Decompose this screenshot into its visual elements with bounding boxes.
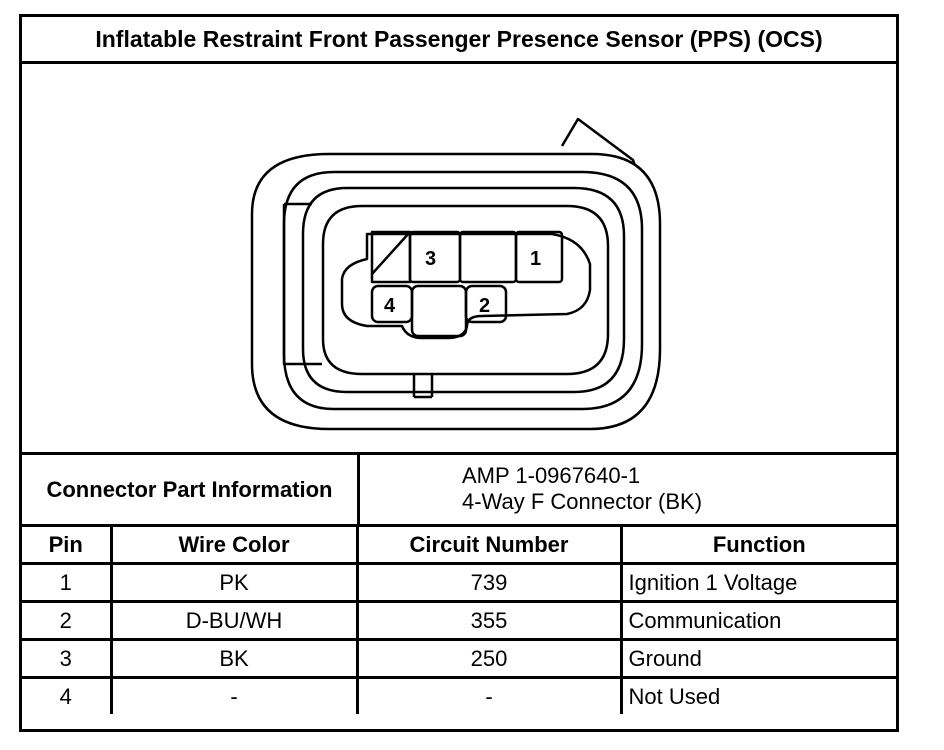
diagram-frame: Inflatable Restraint Front Passenger Pre… xyxy=(19,14,899,732)
connector-info-values: AMP 1-0967640-1 4-Way F Connector (BK) xyxy=(462,463,702,515)
cavity-label-1: 1 xyxy=(530,248,541,270)
cell-wire-color: BK xyxy=(109,638,359,679)
header-function: Function xyxy=(619,524,896,565)
diagram-title: Inflatable Restraint Front Passenger Pre… xyxy=(22,17,896,64)
cell-pin: 3 xyxy=(22,638,113,679)
header-wire-color: Wire Color xyxy=(109,524,359,565)
cell-circuit-number: 739 xyxy=(355,562,623,603)
table-header-row: Pin Wire Color Circuit Number Function xyxy=(22,524,896,565)
cell-circuit-number: - xyxy=(355,676,623,714)
cell-circuit-number: 355 xyxy=(355,600,623,641)
connector-info-row: Connector Part Information AMP 1-0967640… xyxy=(22,452,896,524)
connector-face-svg: 3 1 4 2 xyxy=(250,117,662,431)
cell-function: Ground xyxy=(619,638,896,679)
connector-info-label: Connector Part Information xyxy=(46,476,333,502)
cell-function: Not Used xyxy=(619,676,896,714)
cavity-label-3: 3 xyxy=(425,248,436,270)
header-pin: Pin xyxy=(22,524,113,565)
cell-wire-color: PK xyxy=(109,562,359,603)
table-row: 3 BK 250 Ground xyxy=(22,638,896,679)
table-row: 4 - - Not Used xyxy=(22,676,896,714)
cavity-2-rect xyxy=(464,284,508,324)
table-row: 1 PK 739 Ignition 1 Voltage xyxy=(22,562,896,603)
connector-description: 4-Way F Connector (BK) xyxy=(462,489,703,514)
cell-pin: 2 xyxy=(22,600,113,641)
cavity-1-rect xyxy=(514,230,564,284)
connector-part-number: AMP 1-0967640-1 xyxy=(462,463,641,488)
header-circuit-number: Circuit Number xyxy=(355,524,623,565)
cell-wire-color: - xyxy=(109,676,359,714)
cell-pin: 4 xyxy=(22,676,113,714)
info-divider xyxy=(357,455,360,524)
cell-function: Ignition 1 Voltage xyxy=(619,562,896,603)
connector-drawing: 3 1 4 2 xyxy=(22,64,896,452)
cell-pin: 1 xyxy=(22,562,113,603)
cavity-corner xyxy=(370,230,412,284)
connector-outer-shell xyxy=(250,152,662,431)
pinout-table: Pin Wire Color Circuit Number Function 1… xyxy=(22,524,896,714)
cavity-label-4: 4 xyxy=(384,295,396,317)
cavity-label-2: 2 xyxy=(479,295,490,317)
cell-circuit-number: 250 xyxy=(355,638,623,679)
connector-ring-2 xyxy=(282,170,644,411)
cavity-corner-diagonal xyxy=(371,231,411,275)
keyway xyxy=(412,374,434,399)
table-row: 2 D-BU/WH 355 Communication xyxy=(22,600,896,641)
cell-wire-color: D-BU/WH xyxy=(109,600,359,641)
cell-function: Communication xyxy=(619,600,896,641)
connector-ring-3 xyxy=(301,186,626,394)
connector-ring-4 xyxy=(321,204,610,376)
